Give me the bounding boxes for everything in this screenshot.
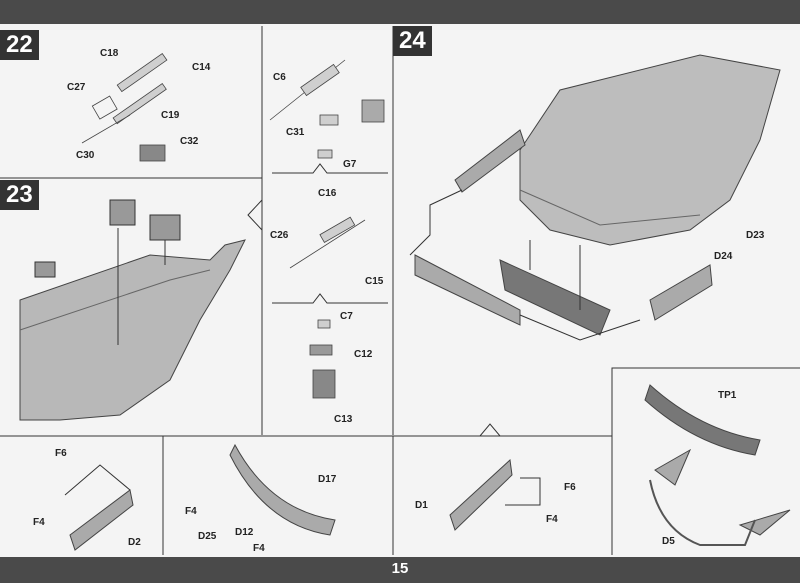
part-label: D17 <box>318 474 337 485</box>
part-label: C19 <box>161 110 180 121</box>
part-label: F6 <box>55 448 67 459</box>
part-label: C32 <box>180 136 199 147</box>
part-label: D23 <box>746 230 765 241</box>
step-number: 24 <box>393 26 432 56</box>
page-number: 15 <box>391 560 409 577</box>
part-label: C26 <box>270 230 289 241</box>
part-label: F4 <box>185 506 197 517</box>
part-label: C13 <box>334 414 353 425</box>
part-label: C16 <box>318 188 337 199</box>
part-label: C30 <box>76 150 95 161</box>
part-label: F4 <box>33 517 45 528</box>
step-number: 22 <box>0 30 39 60</box>
part-label: C6 <box>273 72 286 83</box>
part-label: G7 <box>343 159 357 170</box>
top-bar <box>0 0 800 24</box>
part-label: D24 <box>714 251 733 262</box>
part-label: F6 <box>564 482 576 493</box>
part-label: TP1 <box>718 390 737 401</box>
bottom-bar <box>0 557 800 583</box>
part-label: D25 <box>198 531 217 542</box>
part-label: C18 <box>100 48 119 59</box>
part-label: C12 <box>354 349 373 360</box>
part-label: D1 <box>415 500 428 511</box>
part-label: D2 <box>128 537 141 548</box>
part-label: C27 <box>67 82 86 93</box>
step-number: 23 <box>0 180 39 210</box>
part-label: F4 <box>253 543 265 554</box>
part-label: C15 <box>365 276 384 287</box>
part-label: C14 <box>192 62 211 73</box>
part-label: F4 <box>546 514 558 525</box>
part-label: C7 <box>340 311 353 322</box>
part-label: D5 <box>662 536 675 547</box>
part-label: C31 <box>286 127 305 138</box>
part-label: D12 <box>235 527 254 538</box>
